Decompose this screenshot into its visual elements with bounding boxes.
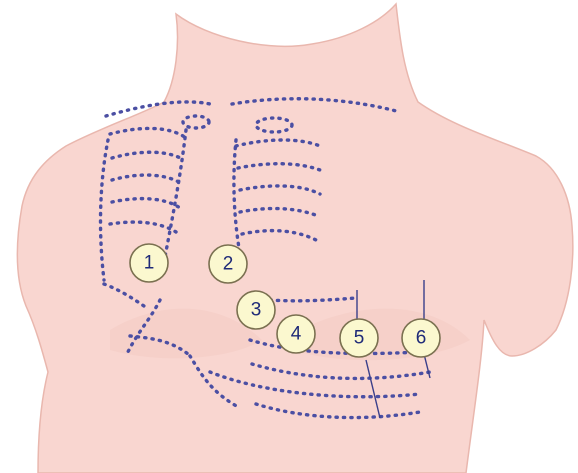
electrode-v3: 3 — [237, 291, 275, 329]
electrode-v2-label: 2 — [223, 254, 234, 275]
electrode-v1-label: 1 — [144, 253, 155, 274]
electrode-v2: 2 — [209, 245, 247, 283]
electrode-v5-label: 5 — [354, 328, 365, 349]
electrode-v6: 6 — [402, 319, 440, 357]
electrode-v4: 4 — [277, 315, 315, 353]
electrode-v6-label: 6 — [416, 328, 427, 349]
electrode-v5: 5 — [340, 319, 378, 357]
electrode-v3-label: 3 — [251, 300, 262, 321]
electrode-v4-label: 4 — [291, 324, 302, 345]
electrode-v1: 1 — [130, 244, 168, 282]
